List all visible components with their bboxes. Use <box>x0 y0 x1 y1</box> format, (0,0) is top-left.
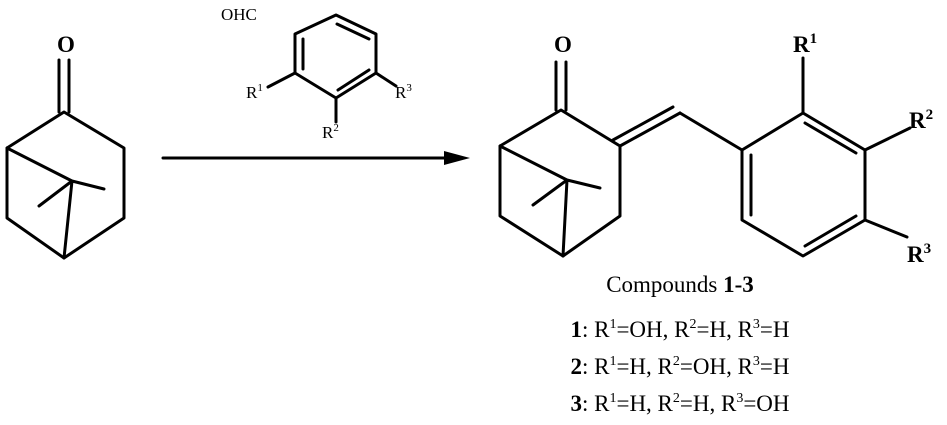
reactant-bridge <box>5 146 106 260</box>
reagent-aromatic-double-bonds <box>301 22 371 92</box>
reaction-arrow <box>161 151 470 165</box>
arrow-head <box>444 151 470 165</box>
reagent-structure: OHC R1 R2 R3 <box>221 5 412 142</box>
product-bicyclic-ring <box>498 108 622 258</box>
legend-entry-3: 3: R1=H, R2=H, R3=OH <box>570 391 790 416</box>
reagent-benzene-ring <box>293 13 378 100</box>
product-r1-label: R1 <box>793 31 817 57</box>
reagent-substituent-bonds <box>266 71 398 124</box>
product-oxygen-label: O <box>554 32 572 57</box>
reactant-structure: O <box>5 32 126 260</box>
reactant-carbonyl-bond <box>57 58 71 114</box>
legend-entry-1: 1: R1=OH, R2=H, R3=H <box>570 317 790 342</box>
product-aromatic-double-bonds <box>749 121 858 248</box>
aldehyde-label: OHC <box>221 5 257 24</box>
vinyl-aryl-bond <box>678 111 744 152</box>
reactant-oxygen-label: O <box>57 32 75 57</box>
reagent-r1-label: R1 <box>246 82 263 102</box>
product-bridge <box>498 144 602 258</box>
reagent-r2-label: R2 <box>322 122 339 142</box>
reagent-r3-label: R3 <box>395 82 412 102</box>
product-carbonyl-bond <box>554 60 568 112</box>
product-r3-label: R3 <box>907 241 931 267</box>
compounds-title: Compounds 1-3 <box>606 272 754 297</box>
product-substituent-bonds <box>801 56 912 239</box>
product-structure: O R1 R2 R3 <box>498 31 933 267</box>
product-benzene-ring <box>740 111 867 258</box>
exocyclic-double-bond <box>611 105 682 148</box>
product-r2-label: R2 <box>909 107 933 133</box>
legend-entry-2: 2: R1=H, R2=OH, R3=H <box>570 354 790 379</box>
